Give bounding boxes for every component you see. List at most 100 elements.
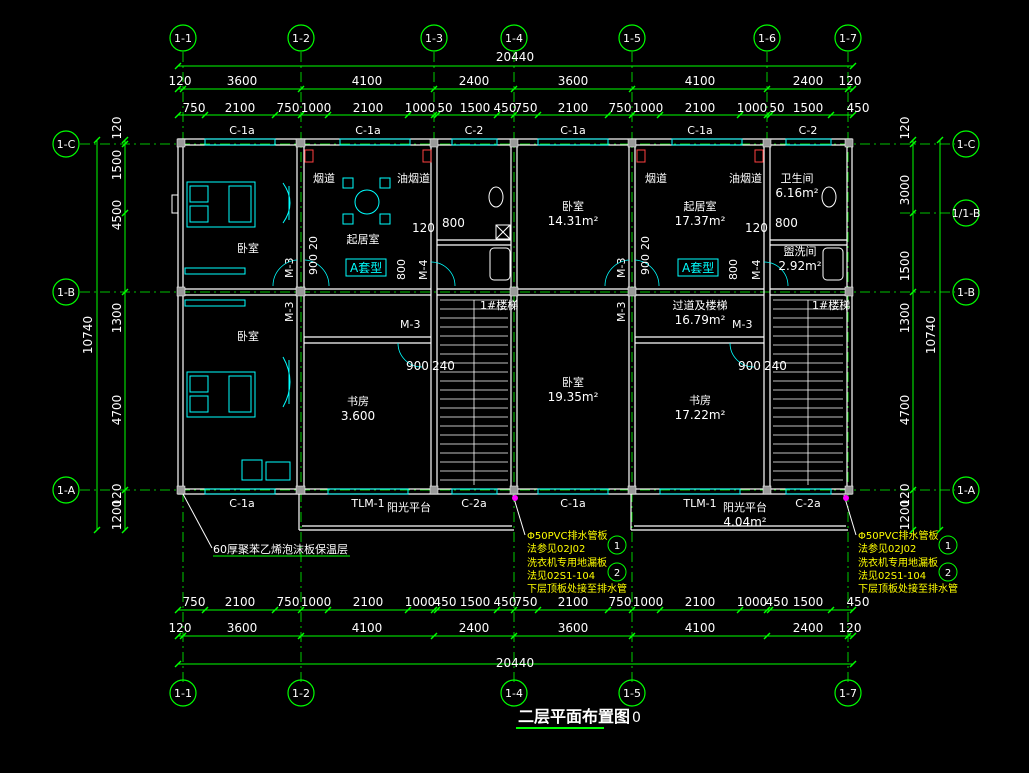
dim-tick	[510, 632, 518, 640]
room-name: 过道及楼梯	[673, 298, 728, 312]
room-name: 阳光平台	[723, 500, 767, 514]
suite-a-box	[345, 258, 387, 277]
dim-tick	[121, 486, 129, 494]
dim-text: 2400	[459, 74, 490, 88]
flue-shaft	[754, 149, 764, 163]
axis-circle	[52, 476, 80, 504]
axis-circle	[52, 278, 80, 306]
dim-text: 1200	[110, 500, 124, 531]
dim-text: 1000	[737, 595, 768, 609]
dim-800-vertical: 800	[395, 259, 408, 280]
axis-circle	[834, 679, 862, 707]
room-area: 14.31m²	[548, 214, 599, 228]
dim-tick	[849, 111, 857, 119]
axis-top-0: 1-1	[169, 24, 197, 52]
wall-niche	[171, 194, 179, 214]
window-label-top: C-1a	[560, 124, 585, 137]
dim-text: 2100	[353, 101, 384, 115]
flue-label: 烟道	[313, 171, 335, 185]
axis-top-5: 1-6	[753, 24, 781, 52]
dim-tick	[909, 526, 917, 534]
dim-tick	[271, 606, 279, 614]
axis-label: 1-7	[839, 32, 857, 45]
dim-text: 1300	[898, 303, 912, 334]
room-name: 起居室	[684, 199, 717, 213]
ref-label: 1	[945, 541, 951, 552]
room-name: 阳光平台	[387, 500, 431, 514]
window-label-bottom: TLM-1	[350, 497, 384, 510]
ref-label: 1	[614, 541, 620, 552]
axis-bottom-2: 1-4	[500, 679, 528, 707]
axis-label: 1-7	[839, 687, 857, 700]
flue-shaft	[636, 149, 646, 163]
dim-text: 1500	[110, 150, 124, 181]
door-m3-label: M-3	[615, 302, 628, 322]
window-label-top: C-1a	[229, 124, 254, 137]
axis-circle	[287, 679, 315, 707]
columns	[176, 138, 854, 495]
dim-tick	[430, 632, 438, 640]
dim-text: 3000	[898, 175, 912, 206]
axis-circle	[500, 24, 528, 52]
window-label-top: C-2	[465, 124, 484, 137]
axis-circle	[952, 130, 980, 158]
dim-tick	[121, 288, 129, 296]
floor-drain-marker	[512, 495, 518, 501]
axis-circle	[753, 24, 781, 52]
pipe-note-2b: 法见02S1-104	[527, 569, 595, 582]
dim-tick	[174, 632, 182, 640]
dim-20-vertical: 20	[307, 236, 320, 250]
dim-text: 2100	[685, 595, 716, 609]
axis-circle	[52, 130, 80, 158]
pipe-note-1b: 法参见02J02	[858, 542, 916, 555]
dim-tick	[430, 606, 438, 614]
door-m3-label: M-3	[732, 318, 752, 331]
suite-a-label: A套型	[350, 261, 382, 275]
dim-text: 750	[515, 595, 538, 609]
pipe-leader	[512, 494, 526, 536]
dim-tick	[297, 632, 305, 640]
door-m3-label: M-3	[283, 302, 296, 322]
dim-tick	[909, 140, 917, 148]
dim-text: 450	[494, 101, 517, 115]
dim-text: 450	[766, 595, 789, 609]
dim-tick	[763, 606, 771, 614]
suite-a-label: A套型	[682, 261, 714, 275]
door-m4-label: M-4	[417, 260, 430, 280]
axis-label: 1-1	[174, 32, 192, 45]
room-area: 6.16m²	[775, 186, 818, 200]
window-label-bottom: C-2a	[461, 497, 486, 510]
dim-tick	[936, 136, 944, 144]
dim-text: 750	[183, 595, 206, 609]
dim-tick	[534, 606, 542, 614]
dim-tick	[936, 526, 944, 534]
room-area: 4.04m²	[723, 515, 766, 529]
axis-label: 1-5	[623, 687, 641, 700]
dim-text: 120	[839, 621, 862, 635]
dim-tick	[604, 111, 612, 119]
floor-drain-marker	[843, 495, 849, 501]
dim-tick	[121, 209, 129, 217]
pipe-note-2c: 下层顶板处接至排水管	[527, 582, 627, 595]
room-area: 17.22m²	[675, 408, 726, 422]
axis-circle	[952, 199, 980, 227]
dim-text: 750	[183, 101, 206, 115]
dim-text: 4100	[685, 621, 716, 635]
room-3: 书房3.600	[341, 395, 375, 423]
dim-tick	[174, 660, 182, 668]
room-area: 2.92m²	[778, 259, 821, 273]
room-0: 卧室	[237, 241, 259, 255]
pipe-note-2c: 下层顶板处接至排水管	[858, 582, 958, 595]
ref-circle	[607, 535, 627, 555]
axis-bottom-4: 1-7	[834, 679, 862, 707]
dim-tick	[849, 632, 857, 640]
room-name: 卧室	[562, 375, 584, 389]
stair-label: 1#楼梯	[812, 298, 850, 312]
axis-top-2: 1-3	[420, 24, 448, 52]
dim-120-label: 120	[412, 221, 435, 235]
dim-tick	[324, 606, 332, 614]
